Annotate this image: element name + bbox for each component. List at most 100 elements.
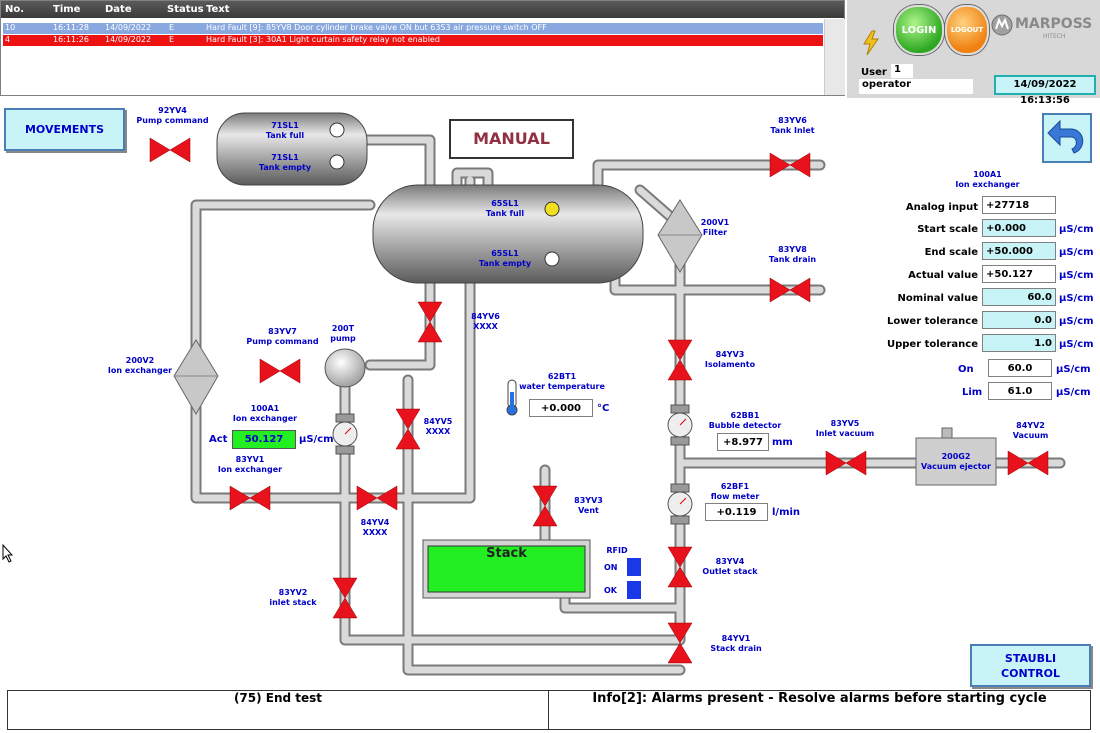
valve-84yv5[interactable] xyxy=(395,408,421,450)
alarm-list-header: No. Time Date Status Text xyxy=(1,1,844,18)
mode-indicator: MANUAL xyxy=(449,119,574,159)
end-scale-unit: µS/cm xyxy=(1059,247,1094,258)
alarm-text: Hard Fault [3]: 30A1 Light curtain safet… xyxy=(206,35,440,44)
valve-84yv6[interactable] xyxy=(417,301,443,343)
act-unit: µS/cm xyxy=(299,434,334,445)
on-value: 60.0 xyxy=(988,359,1052,377)
hydraulic-schematic xyxy=(149,112,1066,676)
actual-value-value: +50.127 xyxy=(982,265,1056,283)
lower-tolerance-value[interactable]: 0.0 xyxy=(982,311,1056,329)
col-no: No. xyxy=(5,4,25,15)
analog-input-value: +27718 xyxy=(982,196,1056,214)
analog-input-label: Analog input xyxy=(905,202,978,213)
col-text: Text xyxy=(206,4,230,15)
lim-label: Lim xyxy=(962,387,983,398)
act-label: Act xyxy=(209,434,228,445)
bubble-detector-unit: mm xyxy=(772,437,793,448)
valve-84yv4[interactable] xyxy=(356,485,398,511)
tank-71sl1 xyxy=(216,112,368,186)
end-scale-value[interactable]: +50.000 xyxy=(982,242,1056,260)
back-button[interactable] xyxy=(1042,113,1092,163)
rfid-ok-label: OK xyxy=(604,586,617,595)
lim-unit: µS/cm xyxy=(1056,387,1091,398)
valve-84yv3[interactable] xyxy=(667,339,693,381)
alarm-status: E xyxy=(169,23,175,32)
status-right: Info[2]: Alarms present - Resolve alarms… xyxy=(592,691,1047,706)
staubli-control-button[interactable]: STAUBLI CONTROL xyxy=(970,644,1091,687)
pump-200t[interactable] xyxy=(324,348,366,388)
alarm-scrollbar[interactable] xyxy=(824,19,845,95)
valve-83yv7[interactable] xyxy=(259,358,301,384)
rfid-on-indicator xyxy=(627,558,641,576)
staubli-label-1: STAUBLI xyxy=(1004,651,1057,665)
upper-tolerance-label: Upper tolerance xyxy=(886,339,978,350)
brand-sub: HITECH xyxy=(1043,33,1066,40)
valve-83yv8[interactable] xyxy=(769,277,811,303)
rfid-on-label: ON xyxy=(604,563,618,572)
logout-label: LOGOUT xyxy=(950,26,984,34)
login-button[interactable]: LOGIN xyxy=(894,5,944,55)
alarm-row[interactable]: 10 16:11:28 14/09/2022 E Hard Fault [9]:… xyxy=(3,23,823,34)
mouse-cursor-icon xyxy=(2,544,14,563)
lower-tolerance-label: Lower tolerance xyxy=(886,316,978,327)
user-label: User xyxy=(861,67,887,78)
logout-button[interactable]: LOGOUT xyxy=(945,5,989,55)
valve-84yv1[interactable] xyxy=(667,622,693,664)
level-sensor-65sl1-empty xyxy=(544,251,560,267)
start-scale-unit: µS/cm xyxy=(1059,224,1094,235)
lower-tolerance-unit: µS/cm xyxy=(1059,316,1094,327)
gauge-62bb1 xyxy=(667,404,693,446)
flow-meter-unit: l/min xyxy=(772,507,801,518)
col-date: Date xyxy=(105,4,132,15)
vacuum-ejector-200g2 xyxy=(915,437,997,486)
alarm-list[interactable]: No. Time Date Status Text 10 16:11:28 14… xyxy=(0,0,845,96)
status-bar: (75) End test Info[2]: Alarms present - … xyxy=(7,690,1091,730)
staubli-label-2: CONTROL xyxy=(1001,666,1060,680)
valve-83yv2[interactable] xyxy=(332,577,358,619)
valve-83yv6[interactable] xyxy=(769,152,811,178)
level-sensor-71sl1-empty xyxy=(329,154,345,170)
upper-tolerance-value[interactable]: 1.0 xyxy=(982,334,1056,352)
upper-tolerance-unit: µS/cm xyxy=(1059,339,1094,350)
valve-83yv4[interactable] xyxy=(667,546,693,588)
flow-meter-value: +0.119 xyxy=(705,503,768,521)
level-sensor-71sl1-full xyxy=(329,122,345,138)
alarm-date: 14/09/2022 xyxy=(105,23,152,32)
valve-84yv2[interactable] xyxy=(1007,450,1049,476)
on-unit: µS/cm xyxy=(1056,364,1091,375)
nominal-value-value[interactable]: 60.0 xyxy=(982,288,1056,306)
movements-label: MOVEMENTS xyxy=(24,123,105,136)
col-status: Status xyxy=(167,4,204,15)
alarm-row[interactable]: 4 16:11:26 14/09/2022 E Hard Fault [3]: … xyxy=(3,35,823,46)
valve-83yv1[interactable] xyxy=(229,485,271,511)
rfid-ok-indicator xyxy=(627,581,641,599)
valve-83yv3[interactable] xyxy=(532,485,558,527)
movements-button[interactable]: MOVEMENTS xyxy=(4,108,125,151)
nominal-value-label: Nominal value xyxy=(897,293,978,304)
start-scale-value[interactable]: +0.000 xyxy=(982,219,1056,237)
valve-83yv5[interactable] xyxy=(825,450,867,476)
alarm-date: 14/09/2022 xyxy=(105,35,152,44)
marposs-logo-icon xyxy=(991,14,1013,36)
valve-92yv4[interactable] xyxy=(149,137,191,163)
temperature-value: +0.000 xyxy=(529,399,593,417)
